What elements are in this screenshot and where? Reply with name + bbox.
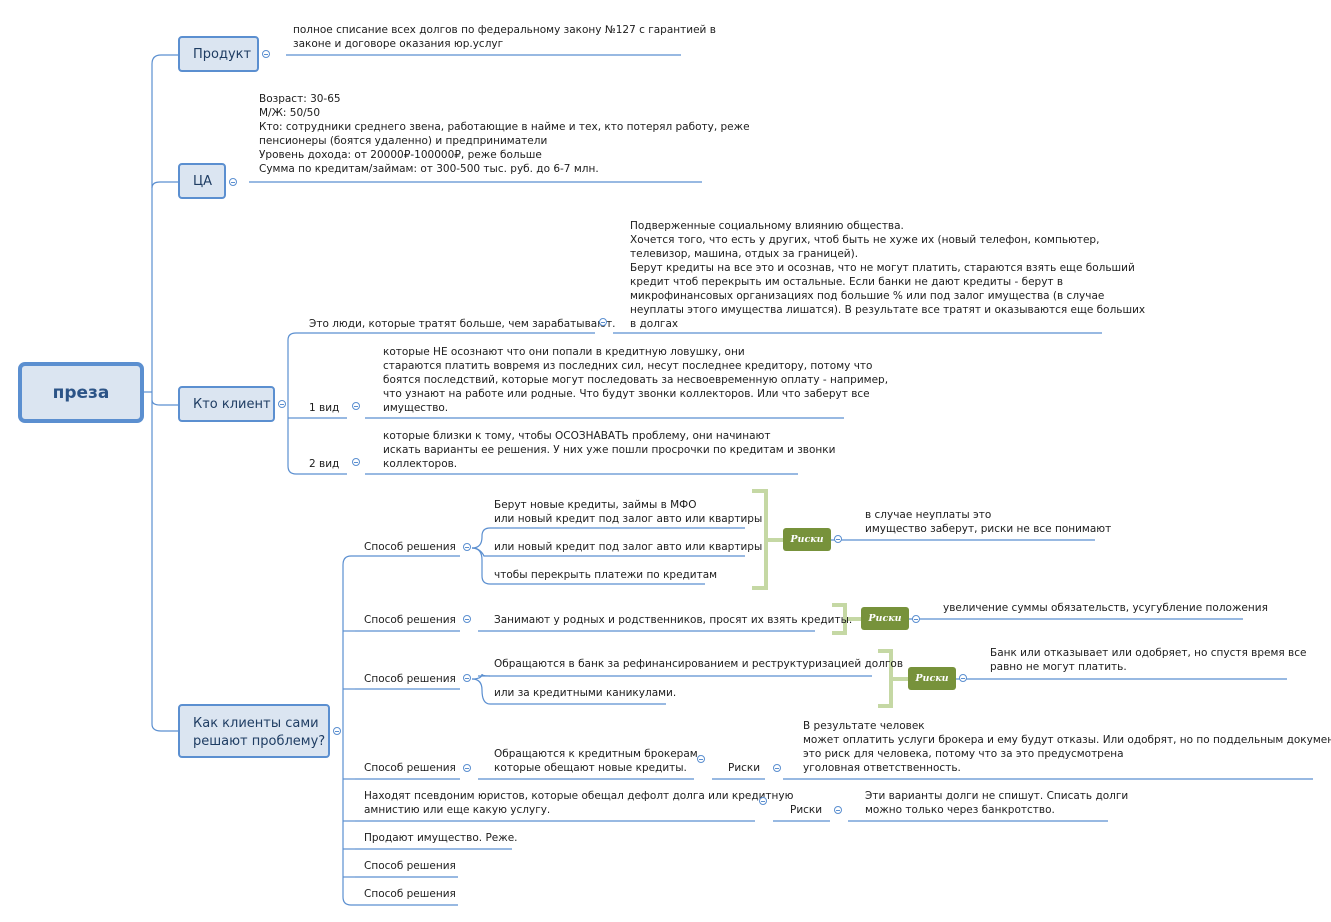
- topic-solve[interactable]: Как клиенты сами решают проблему?: [178, 704, 330, 758]
- topic-solve-label-1: Как клиенты сами: [193, 716, 319, 731]
- collapse-icon[interactable]: [759, 797, 767, 805]
- risk-badge[interactable]: Риски: [908, 667, 956, 690]
- topic-client-label: Кто клиент: [193, 396, 271, 412]
- collapse-icon[interactable]: [697, 755, 705, 763]
- solution-1-label: Способ решения: [364, 541, 456, 553]
- root-topic[interactable]: преза: [18, 362, 144, 423]
- client-type2-detail: которые близки к тому, чтобы ОСОЗНАВАТЬ …: [383, 430, 836, 470]
- risk-2-text: увеличение суммы обязательств, усугублен…: [943, 602, 1268, 614]
- risk-badge[interactable]: Риски: [783, 528, 831, 551]
- topic-ta-label: ЦА: [193, 173, 212, 189]
- collapse-icon[interactable]: [912, 615, 920, 623]
- risk-5-text: Эти варианты долги не спишут. Списать до…: [865, 790, 1129, 816]
- product-text: полное списание всех долгов по федеральн…: [293, 24, 716, 50]
- risk-badge[interactable]: Риски: [861, 607, 909, 630]
- collapse-icon[interactable]: [463, 543, 471, 551]
- collapse-icon[interactable]: [599, 318, 607, 326]
- solution-1-item-2: или новый кредит под залог авто или квар…: [494, 541, 763, 553]
- collapse-icon[interactable]: [773, 764, 781, 772]
- collapse-icon[interactable]: [262, 50, 270, 58]
- client-type2-label: 2 вид: [309, 458, 340, 470]
- solution-1-item-3: чтобы перекрыть платежи по кредитам: [494, 569, 718, 581]
- collapse-icon[interactable]: [463, 615, 471, 623]
- topic-ta[interactable]: ЦА: [178, 163, 226, 199]
- client-type1-label: 1 вид: [309, 402, 340, 414]
- collapse-icon[interactable]: [333, 727, 341, 735]
- collapse-icon[interactable]: [229, 178, 237, 186]
- collapse-icon[interactable]: [352, 402, 360, 410]
- solution-2-item: Занимают у родных и родственников, прося…: [494, 614, 853, 626]
- risk-3-text: Банк или отказывает или одобряет, но спу…: [990, 647, 1307, 673]
- collapse-icon[interactable]: [352, 458, 360, 466]
- solution-4-label: Способ решения: [364, 762, 456, 774]
- solution-2-label: Способ решения: [364, 614, 456, 626]
- topic-product-label: Продукт: [193, 46, 252, 62]
- solution-8-label: Способ решения: [364, 888, 456, 900]
- client-spend-label: Это люди, которые тратят больше, чем зар…: [309, 318, 616, 330]
- risk-5-label: Риски: [790, 804, 823, 816]
- client-type1-detail: которые НЕ осознают что они попали в кре…: [383, 346, 889, 414]
- collapse-icon[interactable]: [959, 674, 967, 682]
- solution-6-label: Продают имущество. Реже.: [364, 832, 518, 844]
- topic-solve-label-2: решают проблему?: [193, 734, 326, 749]
- solution-7-label: Способ решения: [364, 860, 456, 872]
- collapse-icon[interactable]: [463, 764, 471, 772]
- solution-3-item-1: Обращаются в банк за рефинансированием и…: [494, 658, 904, 670]
- collapse-icon[interactable]: [834, 535, 842, 543]
- risk-4-label: Риски: [728, 762, 761, 774]
- client-spend-detail: Подверженные социальному влиянию обществ…: [630, 220, 1146, 330]
- topic-client[interactable]: Кто клиент: [178, 386, 275, 422]
- topic-product[interactable]: Продукт: [178, 36, 259, 72]
- collapse-icon[interactable]: [834, 806, 842, 814]
- solution-5-label: Находят псевдоним юристов, которые обеща…: [364, 790, 794, 816]
- solution-3-item-2: или за кредитными каникулами.: [494, 687, 677, 699]
- collapse-icon[interactable]: [463, 674, 471, 682]
- collapse-icon[interactable]: [278, 400, 286, 408]
- solution-3-label: Способ решения: [364, 673, 456, 685]
- solution-4-item: Обращаются к кредитным брокерам,которые …: [494, 748, 702, 774]
- root-label: преза: [52, 382, 110, 403]
